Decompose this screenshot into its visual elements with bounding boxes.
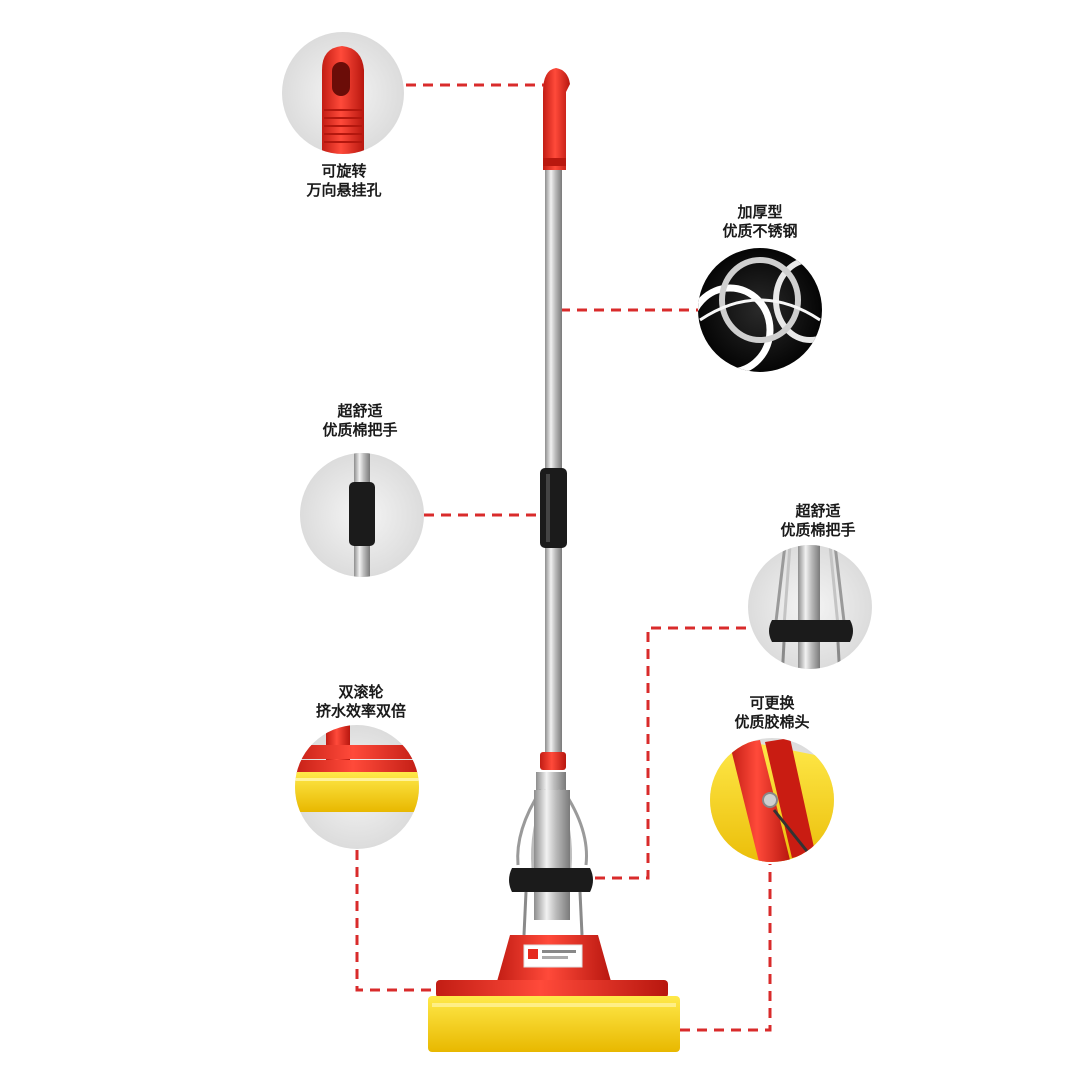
foam-grip: [540, 468, 567, 548]
label-line: 优质胶棉头: [734, 713, 810, 731]
label-line: 可更换: [749, 694, 795, 712]
label-line: 优质不锈钢: [722, 222, 798, 240]
label-line: 超舒适: [795, 502, 841, 520]
sponge-head: [428, 996, 680, 1052]
detail-circle-steel-pole: [698, 248, 822, 372]
detail-circle-double-roller: [295, 725, 419, 849]
leader-wring-handle: [578, 626, 748, 880]
pole-cap-ring: [543, 158, 566, 166]
pole-top-cap: [543, 68, 570, 170]
steel-pole-lower: [545, 545, 562, 760]
label-hanging-hole: 可旋转 万向悬挂孔: [284, 162, 404, 200]
label-line: 超舒适: [337, 402, 383, 420]
label-double-roller: 双滚轮 挤水效率双倍: [296, 683, 426, 721]
leader-replaceable-head: [680, 864, 772, 1032]
wring-handle-foam: [509, 868, 593, 892]
detail-circle-foam-grip: [300, 453, 424, 577]
leader-double-roller: [355, 850, 432, 992]
label-wring-handle: 超舒适 优质棉把手: [758, 502, 878, 540]
label-line: 优质棉把手: [780, 521, 856, 539]
label-line: 可旋转: [321, 162, 367, 180]
label-replaceable-head: 可更换 优质胶棉头: [712, 694, 832, 732]
steel-pole-upper: [545, 165, 562, 475]
mop-pole: [540, 68, 570, 770]
wring-mechanism: [509, 772, 593, 936]
label-line: 双滚轮: [338, 683, 384, 701]
detail-circle-wring-handle: [748, 545, 872, 669]
pole-collar: [540, 752, 566, 770]
leader-lines: [355, 83, 772, 1032]
detail-circle-hanging-hole: [282, 32, 404, 154]
detail-circle-replaceable-head: [710, 738, 834, 862]
label-foam-grip: 超舒适 优质棉把手: [300, 402, 420, 440]
mop-head: [428, 935, 680, 1052]
roller-top: [436, 980, 668, 998]
label-line: 加厚型: [737, 203, 783, 221]
label-line: 优质棉把手: [322, 421, 398, 439]
label-steel-pole: 加厚型 优质不锈钢: [700, 203, 820, 241]
label-line: 万向悬挂孔: [306, 181, 382, 199]
label-line: 挤水效率双倍: [315, 702, 406, 720]
